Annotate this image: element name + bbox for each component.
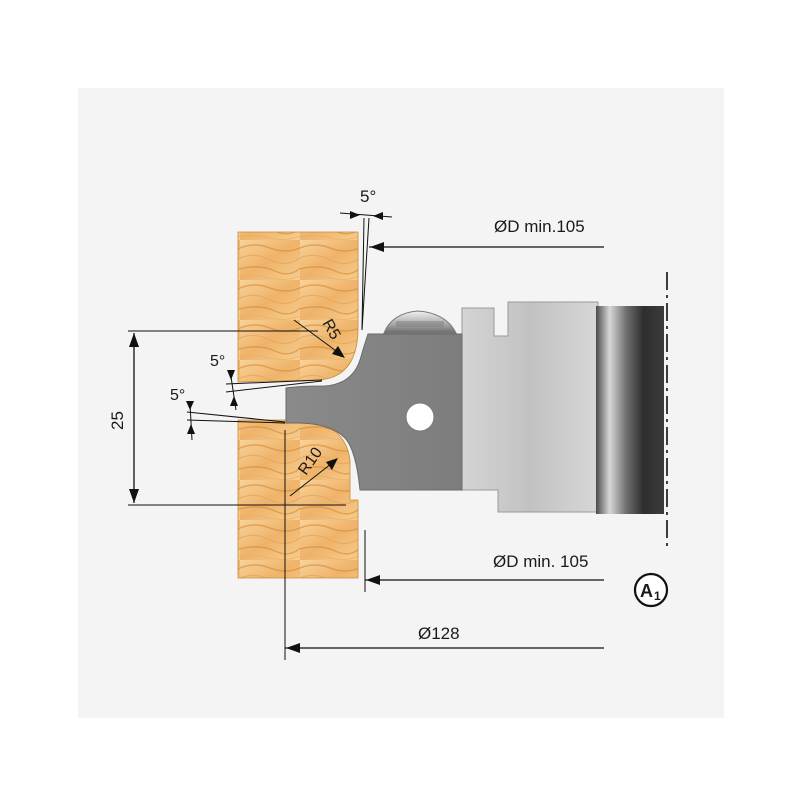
cutter-body (461, 301, 599, 513)
angle-top-dimension (339, 211, 393, 331)
badge-subscript: 1 (654, 589, 661, 603)
radius-small-leader (293, 319, 345, 358)
diameter-dimension (284, 430, 604, 660)
angle-top-label: 5° (360, 187, 376, 206)
cutter-knife (285, 333, 463, 491)
variant-badge: A 1 (633, 572, 669, 608)
angle-low-dimension (186, 401, 286, 441)
wood-workpiece-top (237, 231, 359, 383)
wood-workpiece-bottom (237, 419, 359, 579)
angle-mid-dimension (225, 369, 323, 411)
radius-large-leader (289, 458, 338, 497)
angle-mid-label: 5° (210, 353, 225, 370)
height-dimension (128, 330, 346, 506)
d-min-top-dimension (369, 242, 604, 252)
height-label: 25 (108, 411, 127, 430)
badge-letter: A (640, 581, 653, 601)
diameter-label: Ø128 (418, 624, 460, 643)
d-min-top-label: ØD min.105 (494, 217, 585, 236)
d-min-bottom-label: ØD min. 105 (493, 552, 588, 571)
angle-low-label: 5° (170, 387, 185, 404)
d-min-bottom-dimension (364, 530, 604, 592)
cutter-hub (596, 306, 664, 514)
bore-hole (405, 402, 435, 432)
